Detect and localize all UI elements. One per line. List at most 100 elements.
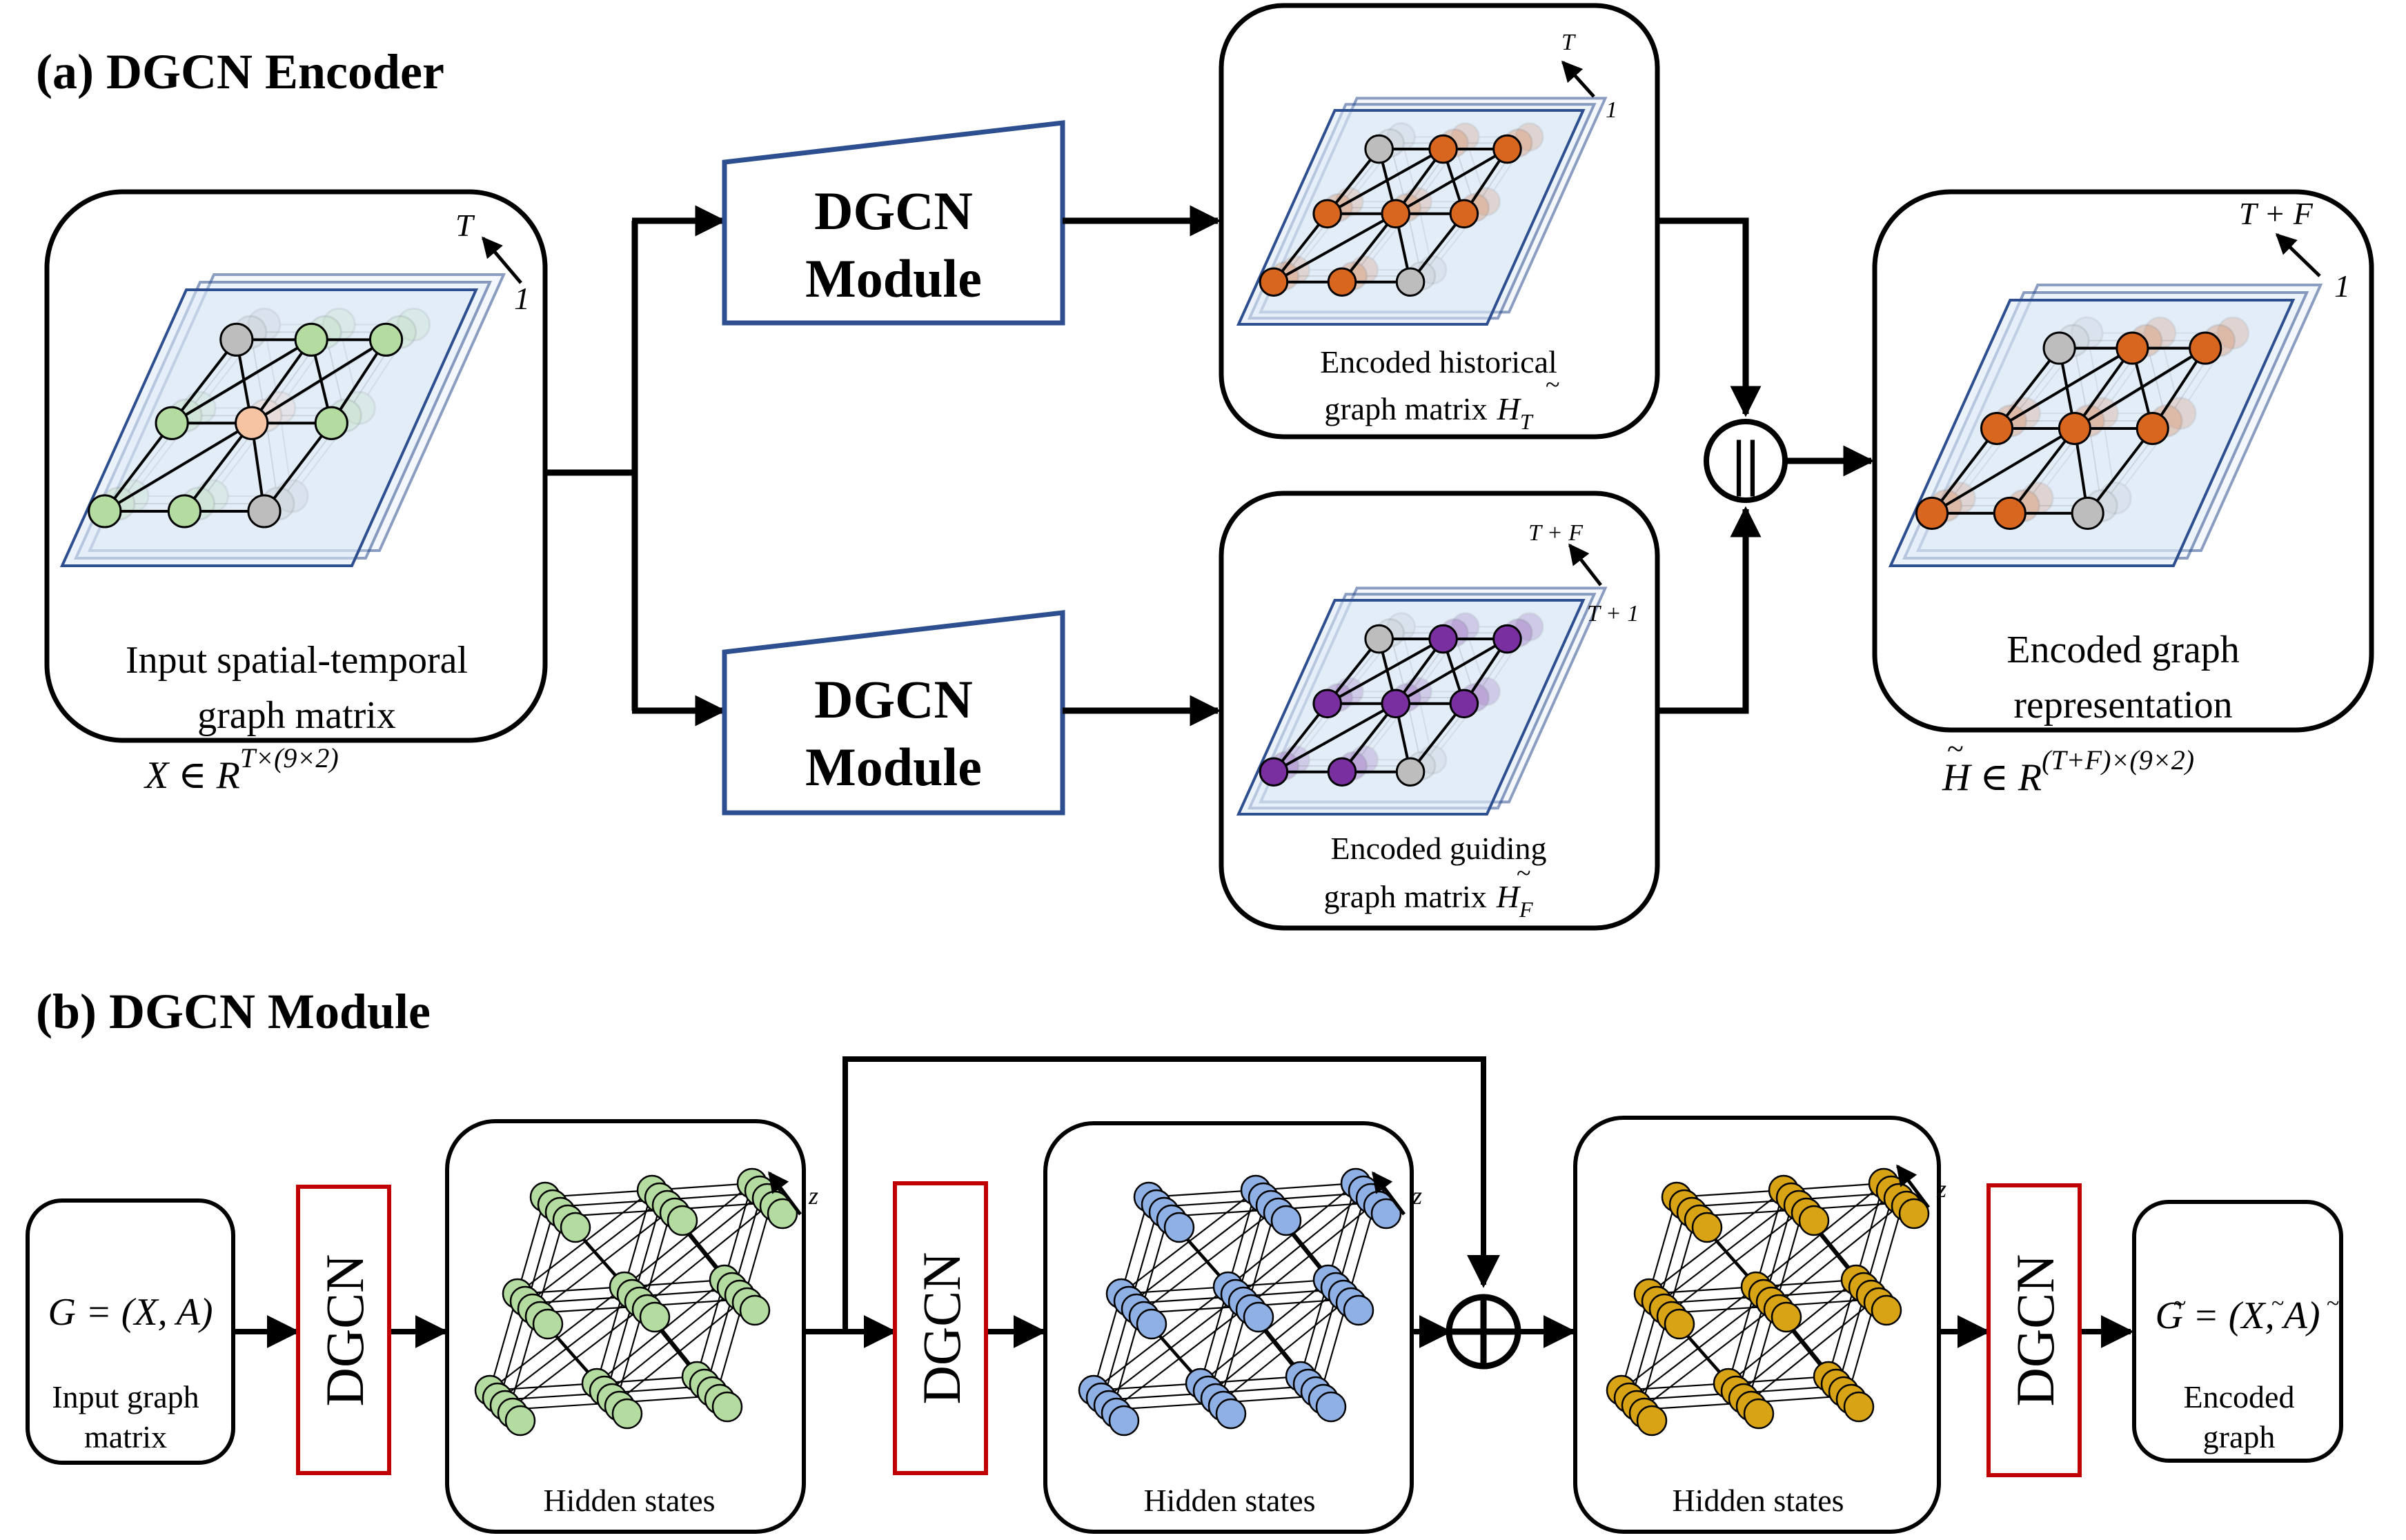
graph-node (247, 494, 282, 529)
z-axis-label: z (1936, 1175, 1946, 1203)
dgcn-module-top: DGCN Module (722, 120, 1065, 326)
axis-top-label: T + F (1528, 520, 1584, 546)
graph-node (2058, 411, 2091, 446)
graph-node (1449, 689, 1479, 719)
z-axis-label: z (1412, 1182, 1422, 1210)
temporal-axis: T + F 1 (2239, 196, 2350, 304)
hidden-node-cluster (1840, 1264, 1902, 1326)
svg-text:graph: graph (2203, 1419, 2276, 1454)
svg-text:Encoded: Encoded (2184, 1379, 2295, 1414)
hidden-node-cluster (1340, 1167, 1402, 1230)
graph-node (1327, 757, 1357, 787)
svg-text:G = (X, A): G = (X, A) (2156, 1294, 2320, 1337)
encoded-graph-box: T + F1 Encoded graph representation (1872, 189, 2374, 733)
hidden-node-cluster (1105, 1278, 1167, 1340)
hidden-node-cluster (1813, 1361, 1875, 1423)
graph-layer (1236, 109, 1586, 326)
encoder-title: (a) DGCN Encoder (36, 44, 444, 99)
graph-layer (1236, 599, 1586, 816)
input-graph-stack: T1 (59, 208, 530, 567)
graph-node (1449, 199, 1479, 229)
graph-node (1395, 757, 1426, 787)
graph-node (1364, 134, 1394, 164)
input-graph-box: T1 Input spatial-temporal graph matrix (44, 189, 548, 743)
graph-node (1364, 624, 1394, 654)
graph-node (1915, 496, 1949, 530)
svg-text:DGCN: DGCN (814, 669, 973, 729)
temporal-axis: T1 (1561, 30, 1617, 123)
hidden-lattice-green: z (474, 1167, 818, 1437)
temporal-axis: T + FT + 1 (1528, 520, 1639, 626)
axis-top-label: T (455, 208, 475, 243)
graph-node (88, 494, 122, 529)
hidden-node-cluster (474, 1374, 536, 1437)
graph-node (235, 406, 269, 440)
hidden-node-cluster (1185, 1368, 1247, 1430)
hidden-states-box-2: z Hidden states (1043, 1121, 1422, 1534)
graph-node (1312, 689, 1342, 719)
input-formula: X ∈ RT×(9×2) (144, 742, 339, 797)
concat-connectors (1657, 217, 1875, 714)
svg-text:Hidden states: Hidden states (1672, 1483, 1844, 1518)
axis-bottom-label: 1 (514, 281, 530, 316)
graph-node (2071, 496, 2104, 530)
hidden-node-cluster (1633, 1278, 1695, 1340)
svg-text:Encoded guiding: Encoded guiding (1331, 831, 1547, 866)
svg-text:~: ~ (2327, 1291, 2339, 1316)
z-axis-label: z (808, 1182, 818, 1210)
graph-node (2189, 331, 2222, 365)
graph-node (219, 322, 254, 357)
concat-operator: || (1704, 419, 1788, 503)
graph-node (1381, 199, 1411, 229)
dgcn-layer-3: DGCN (1986, 1183, 2082, 1477)
hidden-lattice-gold: z (1606, 1164, 1946, 1437)
guiding-graph-stack: T + FT + 1 (1236, 520, 1639, 816)
hidden-node-cluster (1078, 1374, 1140, 1437)
hidden-node-cluster (502, 1278, 564, 1340)
graph-node (1980, 411, 2014, 446)
axis-top-label: T + F (2239, 196, 2314, 231)
graph-node (1259, 267, 1289, 297)
graph-node (368, 322, 404, 357)
graph-node (155, 406, 189, 440)
graph-node (167, 494, 202, 529)
hidden-node-cluster (1133, 1181, 1195, 1243)
svg-text:representation: representation (2013, 684, 2232, 727)
hidden-node-cluster (1661, 1181, 1723, 1243)
graph-node (2136, 411, 2169, 446)
output-graph-stack: T + F 1 (1888, 196, 2350, 567)
svg-text:~: ~ (2173, 1291, 2186, 1316)
svg-text:Hidden states: Hidden states (1143, 1483, 1315, 1518)
axis-top-label: T (1561, 30, 1576, 55)
svg-text:~: ~ (1546, 371, 1560, 399)
graph-node (294, 322, 328, 357)
graph-node (1327, 267, 1357, 297)
hidden-node-cluster (709, 1264, 771, 1326)
hidden-lattice-blue: z (1078, 1167, 1422, 1437)
module-title: (b) DGCN Module (36, 984, 431, 1039)
svg-text:Module: Module (805, 737, 982, 797)
hidden-node-cluster (1240, 1174, 1302, 1236)
dgcn-module-bottom: DGCN Module (722, 610, 1065, 816)
svg-text:G = (X, A): G = (X, A) (48, 1291, 213, 1334)
hidden-states-box-1: z Hidden states (445, 1119, 818, 1534)
module-output-box: G = (X, A) ~ ~ ~ Encoded graph (2132, 1200, 2343, 1463)
hidden-node-cluster (1713, 1368, 1775, 1430)
graph-node (314, 406, 348, 440)
axis-bottom-label: 1 (2334, 268, 2350, 304)
svg-text:matrix: matrix (84, 1419, 167, 1454)
hidden-node-cluster (1312, 1264, 1374, 1326)
dgcn-layer-2: DGCN (893, 1181, 988, 1475)
axis-bottom-label: 1 (1606, 97, 1617, 123)
hidden-node-cluster (1606, 1374, 1668, 1437)
input-label-line2: graph matrix (197, 694, 396, 737)
input-label-line1: Input spatial-temporal (126, 639, 468, 682)
graph-node (1312, 199, 1342, 229)
svg-text:DGCN: DGCN (2005, 1254, 2065, 1406)
module-flow-arrows (233, 1056, 2134, 1348)
graph-node (1993, 496, 2027, 530)
hidden-states-box-3: z Hidden states (1573, 1116, 1946, 1534)
